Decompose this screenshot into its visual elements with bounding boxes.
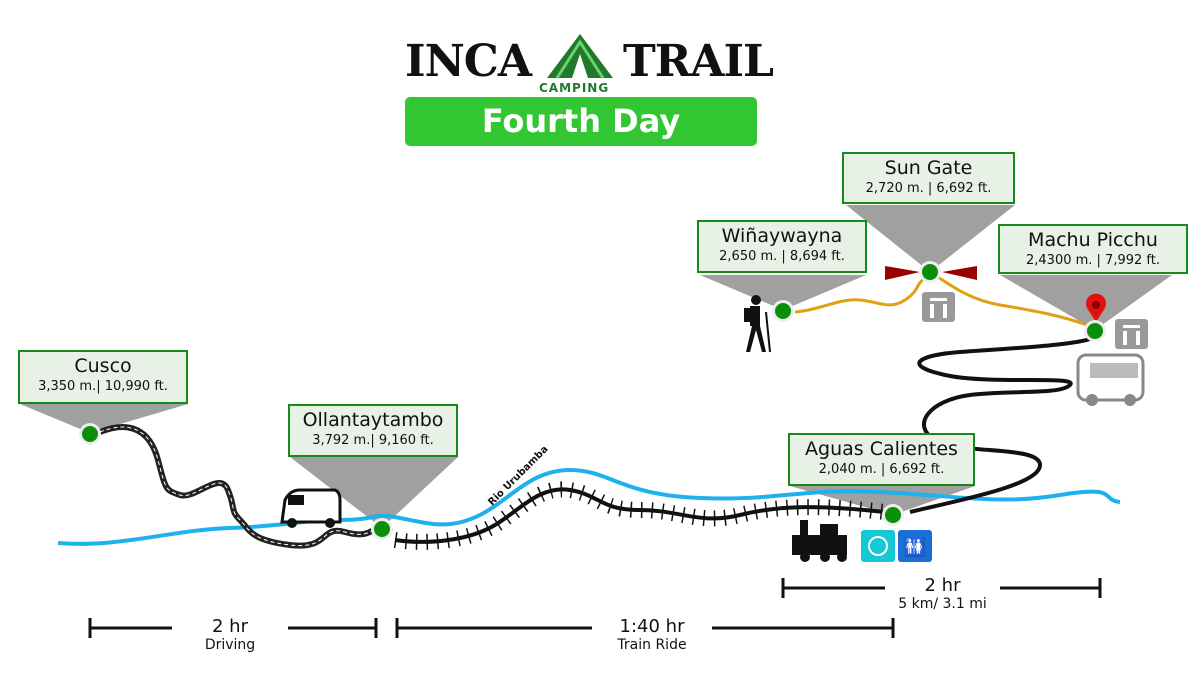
pointer-machu-picchu bbox=[1000, 275, 1172, 330]
dot-winaywayna bbox=[775, 303, 791, 319]
location-machu-picchu: Machu Picchu 2,4300 m. | 7,992 ft. bbox=[998, 224, 1188, 274]
sun-gate-right-icon bbox=[942, 266, 977, 280]
duration-time: 2 hr bbox=[212, 616, 248, 637]
duration-label: 5 km/ 3.1 mi bbox=[898, 596, 987, 612]
location-pin-icon bbox=[1085, 293, 1106, 322]
restroom-icon: 🚻 bbox=[898, 530, 932, 562]
svg-text:🚻: 🚻 bbox=[904, 536, 926, 558]
dot-ollantaytambo bbox=[374, 521, 390, 537]
road-cusco-ollantaytambo bbox=[98, 424, 383, 549]
location-name: Ollantaytambo bbox=[302, 409, 444, 431]
inca-trail-logo: INCA TRAIL CAMPING bbox=[405, 30, 774, 95]
location-elevation: 2,040 m. | 6,692 ft. bbox=[818, 462, 945, 477]
location-winaywayna: Wiñaywayna 2,650 m. | 8,694 ft. bbox=[697, 220, 867, 273]
bus-icon bbox=[1076, 353, 1145, 406]
ruins-icon-machu-picchu bbox=[1115, 319, 1148, 349]
sun-gate-left-icon bbox=[885, 266, 920, 280]
restaurant-icon bbox=[861, 530, 895, 562]
bus-road-hiram-bingham bbox=[909, 336, 1094, 514]
river-urubamba bbox=[57, 467, 1121, 546]
duration-label: Train Ride bbox=[617, 637, 687, 653]
location-name: Sun Gate bbox=[884, 157, 973, 179]
location-elevation: 2,650 m. | 8,694 ft. bbox=[719, 249, 845, 264]
dot-aguas-calientes bbox=[885, 507, 901, 523]
logo-camping: CAMPING bbox=[539, 81, 610, 95]
logo-inca: INCA bbox=[405, 36, 532, 87]
duration-label: Driving bbox=[204, 637, 256, 653]
dot-sun-gate bbox=[922, 264, 938, 280]
location-elevation: 2,720 m. | 6,692 ft. bbox=[865, 181, 992, 196]
pointer-winaywayna bbox=[700, 275, 866, 310]
location-elevation: 2,4300 m. | 7,992 ft. bbox=[1026, 253, 1160, 268]
day-banner: Fourth Day bbox=[405, 97, 757, 146]
location-name: Wiñaywayna bbox=[721, 225, 843, 247]
location-elevation: 3,350 m.| 10,990 ft. bbox=[38, 379, 168, 394]
tent-icon bbox=[547, 34, 613, 79]
location-name: Aguas Calientes bbox=[805, 438, 958, 460]
duration-bars bbox=[88, 578, 1102, 638]
location-name: Cusco bbox=[74, 355, 132, 377]
location-ollantaytambo: Ollantaytambo 3,792 m.| 9,160 ft. bbox=[288, 404, 458, 457]
duration-time: 2 hr bbox=[924, 575, 961, 596]
location-cusco: Cusco 3,350 m.| 10,990 ft. bbox=[18, 350, 188, 404]
hiker-icon bbox=[744, 295, 771, 353]
pointer-sun-gate bbox=[846, 205, 1015, 272]
location-aguas-calientes: Aguas Calientes 2,040 m. | 6,692 ft. bbox=[788, 433, 975, 486]
pointer-ollantaytambo bbox=[290, 457, 458, 528]
pointer-cusco bbox=[20, 404, 188, 433]
location-sun-gate: Sun Gate 2,720 m. | 6,692 ft. bbox=[842, 152, 1015, 204]
location-name: Machu Picchu bbox=[1028, 229, 1158, 251]
railway-ties bbox=[393, 481, 886, 550]
railway bbox=[394, 487, 886, 544]
dot-cusco bbox=[82, 426, 98, 442]
dot-machu-picchu bbox=[1087, 323, 1103, 339]
van-icon bbox=[280, 488, 342, 528]
logo-trail: TRAIL bbox=[623, 36, 774, 87]
location-dots bbox=[79, 261, 1106, 540]
train-icon bbox=[792, 520, 847, 562]
duration-time: 1:40 hr bbox=[619, 616, 685, 637]
location-elevation: 3,792 m.| 9,160 ft. bbox=[312, 433, 434, 448]
ruins-icon-sun-gate bbox=[922, 292, 955, 322]
hiking-trail bbox=[794, 273, 1091, 328]
